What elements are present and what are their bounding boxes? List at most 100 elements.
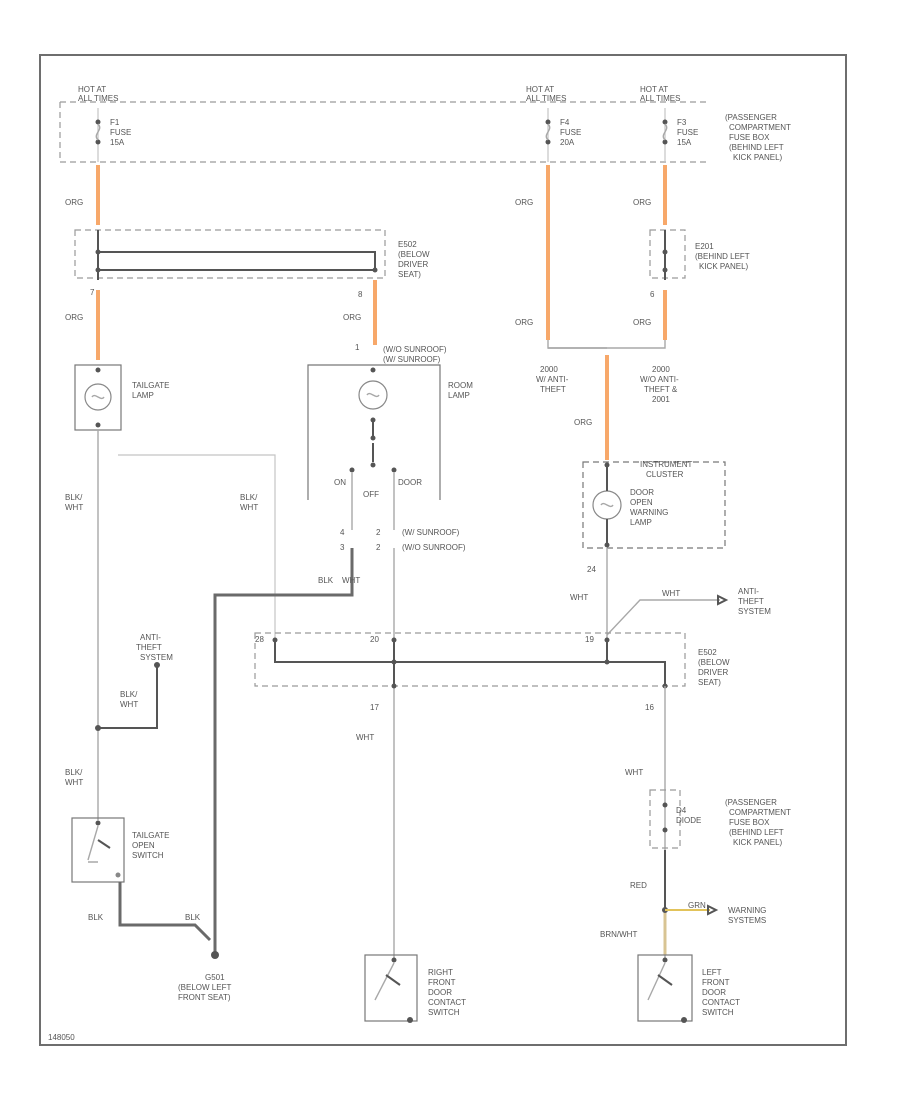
wire-color-blk-2b: WHT [240,503,258,512]
e201-label-2: (BEHIND LEFT [695,252,750,261]
wire-color-red: RED [630,881,647,890]
e502-lower-label-4: SEAT) [698,678,721,687]
splice-e502-upper-wires [97,230,376,280]
e502-label-3: DRIVER [398,260,428,269]
ground-g501 [211,951,219,959]
fuse-f4-rating: 20A [560,138,575,147]
wire-to-anti-theft [606,599,720,636]
tailgate-switch-label-1: TAILGATE [132,831,170,840]
fuse-f4-id: F4 [560,118,570,127]
hot-label-2b: ALL TIMES [526,94,566,103]
anti-theft-junction [547,340,666,349]
wire-color-blk-1b: WHT [65,503,83,512]
tailgate-lamp-label-1: TAILGATE [132,381,170,390]
door-lamp-label-3: WARNING [630,508,668,517]
ground-label-2: (BELOW LEFT [178,983,231,992]
diagram-reference: 148050 [48,1033,75,1042]
wire-color-blk-4b: WHT [65,778,83,787]
left-anti-theft-3: SYSTEM [140,653,173,662]
door-lamp-label-4: LAMP [630,518,652,527]
arrow-warning [707,904,719,916]
anti-theft-note-2: W/ ANTI- [536,375,569,384]
fuse-f1-rating: 15A [110,138,125,147]
warning-systems-2: SYSTEMS [728,916,766,925]
instrument-cluster [582,461,726,549]
wire-tailgate-switch-ground [118,882,212,942]
e502-label-2: (BELOW [398,250,430,259]
anti-theft-note-1: 2000 [540,365,558,374]
wire-color-wht-1: WHT [342,576,360,585]
switch-off-label: OFF [363,490,379,499]
room-lamp-sunroof-label-1: (W/O SUNROOF) [383,345,447,354]
instrument-cluster-label-1: INSTRUMENT [640,460,693,469]
diagram-frame [39,54,847,1046]
lf-switch-label-2: FRONT [702,978,730,987]
wire-left-anti-theft [98,665,158,729]
pin-20: 20 [370,635,379,644]
pin-4: 4 [340,528,345,537]
switch-on-label: ON [334,478,346,487]
e502-lower-label-2: (BELOW [698,658,730,667]
rf-switch-label-2: FRONT [428,978,456,987]
left-front-door-switch [637,954,693,1023]
ground-label-1: G501 [205,973,225,982]
pin-8: 8 [358,290,363,299]
wire-color-blk-3: BLK/ [120,690,138,699]
sunroof-note-2: (W/O SUNROOF) [402,543,466,552]
ground-label-3: FRONT SEAT) [178,993,231,1002]
fuse-box-2-label-3: FUSE BOX [729,818,770,827]
wire-color-org-5: ORG [515,318,533,327]
warning-systems-1: WARNING [728,906,766,915]
hot-label-1: HOT AT [78,85,106,94]
fuse-f3-id: F3 [677,118,687,127]
wire-color-wht-3: WHT [662,589,680,598]
anti-theft-system-2: THEFT [738,597,764,606]
instrument-cluster-label-2: CLUSTER [646,470,684,479]
wire-color-blk-6: BLK [185,913,201,922]
wire-color-org-7: ORG [633,318,651,327]
fuse-box-2-label-1: (PASSENGER [725,798,777,807]
e201-label-1: E201 [695,242,714,251]
fuse-f3-rating: 15A [677,138,692,147]
diode-label-2: DIODE [676,816,701,825]
wire-color-grn: GRN [688,901,706,910]
e502-lower-label-1: E502 [698,648,717,657]
fuse-box-label-5: KICK PANEL) [733,153,783,162]
fuse-box-label-2: COMPARTMENT [729,123,791,132]
wire-color-org-3: ORG [343,313,361,322]
wire-color-blk-3b: WHT [120,700,138,709]
fuse-box-label-3: FUSE BOX [729,133,770,142]
fuse-f3-type: FUSE [677,128,698,137]
fuse-box-label-1: (PASSENGER [725,113,777,122]
hot-label-2: HOT AT [526,85,554,94]
room-lamp-switch [349,443,397,530]
fuse-f1-id: F1 [110,118,120,127]
rf-switch-label-3: DOOR [428,988,452,997]
room-lamp-label-2: LAMP [448,391,470,400]
tailgate-lamp [74,364,122,431]
wire-color-org-8: ORG [574,418,592,427]
pin-24: 24 [587,565,596,574]
wire-color-wht-2: WHT [570,593,588,602]
lf-switch-label-3: DOOR [702,988,726,997]
fuse-box-2-label-2: COMPARTMENT [729,808,791,817]
sunroof-note-1: (W/ SUNROOF) [402,528,460,537]
e502-label-1: E502 [398,240,417,249]
fuse-f4-type: FUSE [560,128,581,137]
anti-theft-system-3: SYSTEM [738,607,771,616]
rf-switch-label-4: CONTACT [428,998,466,1007]
anti-theft-note-6: THEFT & [644,385,678,394]
pin-6: 6 [650,290,655,299]
splice-e502-upper [74,229,386,279]
wire-color-blk-2: BLK/ [240,493,258,502]
splice-e201 [649,229,686,279]
anti-theft-note-5: W/O ANTI- [640,375,679,384]
hot-label-1b: ALL TIMES [78,94,118,103]
wire-color-blk-4: BLK/ [65,768,83,777]
fuse-box-label-4: (BEHIND LEFT [729,143,784,152]
arrow-anti-theft [717,594,729,606]
wire-color-org-2: ORG [65,313,83,322]
hot-label-3b: ALL TIMES [640,94,680,103]
diode-label-1: D4 [676,806,687,815]
